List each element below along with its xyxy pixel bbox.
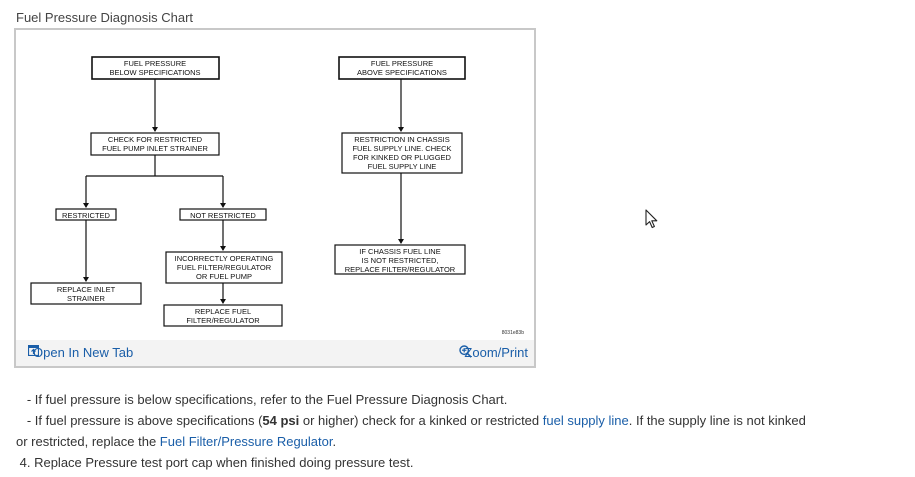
node-below-line2: BELOW SPECIFICATIONS (109, 68, 200, 77)
pressure-value: 54 psi (262, 413, 300, 428)
open-new-tab-link[interactable]: Open In New Tab (28, 345, 133, 360)
figure-toolbar: Open In New Tab Zoom/Print (16, 340, 534, 366)
diagnosis-chart-figure: FUEL PRESSURE BELOW SPECIFICATIONS FUEL … (14, 28, 536, 368)
figure-caption: Fuel Pressure Diagnosis Chart (16, 10, 194, 25)
instruction-line-2: - If fuel pressure is above specificatio… (26, 413, 806, 428)
fuel-supply-line-link[interactable]: fuel supply line (542, 413, 629, 428)
chart-id-label: 8031e83b (501, 330, 524, 336)
node-above-line1: FUEL PRESSURE (371, 59, 433, 68)
open-new-tab-label: Open In New Tab (33, 345, 134, 360)
node-replace-fuel-line1: REPLACE FUEL (195, 307, 251, 316)
node-check-strainer-line1: CHECK FOR RESTRICTED (108, 135, 203, 144)
node-incorrect-line2: FUEL FILTER/REGULATOR (177, 263, 272, 272)
instructions-text: - If fuel pressure is below specificatio… (16, 389, 896, 473)
node-above-line2: ABOVE SPECIFICATIONS (357, 68, 447, 77)
node-restriction-line4: FUEL SUPPLY LINE (368, 162, 437, 171)
node-incorrect-line3: OR FUEL PUMP (196, 272, 252, 281)
node-restriction-line1: RESTRICTION IN CHASSIS (354, 135, 449, 144)
zoom-print-label: Zoom/Print (464, 345, 528, 360)
node-replace-inlet-line2: STRAINER (67, 294, 106, 303)
node-check-strainer-line2: FUEL PUMP INLET STRAINER (102, 144, 208, 153)
mouse-pointer-icon (645, 209, 659, 234)
node-if-chassis-line1: IF CHASSIS FUEL LINE (359, 247, 440, 256)
node-box-replace-inlet (30, 282, 142, 305)
node-box-above (338, 56, 466, 80)
instruction-line-4: 4. Replace Pressure test port cap when f… (19, 455, 414, 470)
node-restricted: RESTRICTED (62, 211, 111, 220)
node-restriction-line3: FOR KINKED OR PLUGGED (353, 153, 452, 162)
node-incorrect-line1: INCORRECTLY OPERATING (175, 254, 274, 263)
node-box-replace-fuel (163, 304, 283, 327)
node-box-if-chassis (334, 244, 466, 275)
instruction-line-3: or restricted, replace the Fuel Filter/P… (16, 434, 337, 449)
zoom-print-link[interactable]: Zoom/Print (459, 345, 528, 360)
node-replace-fuel-line2: FILTER/REGULATOR (186, 316, 260, 325)
flowchart: FUEL PRESSURE BELOW SPECIFICATIONS FUEL … (30, 56, 466, 327)
node-below-line1: FUEL PRESSURE (124, 59, 186, 68)
node-not-restricted: NOT RESTRICTED (190, 211, 256, 220)
node-box-incorrect (165, 251, 283, 284)
node-restriction-line2: FUEL SUPPLY LINE. CHECK (352, 144, 451, 153)
node-replace-inlet-line1: REPLACE INLET (57, 285, 116, 294)
node-box-restriction-chassis (341, 132, 463, 174)
instruction-line-1: - If fuel pressure is below specificatio… (26, 392, 508, 407)
node-if-chassis-line3: REPLACE FILTER/REGULATOR (345, 265, 456, 274)
node-if-chassis-line2: IS NOT RESTRICTED, (362, 256, 439, 265)
fuel-filter-regulator-link[interactable]: Fuel Filter/Pressure Regulator (159, 434, 333, 449)
